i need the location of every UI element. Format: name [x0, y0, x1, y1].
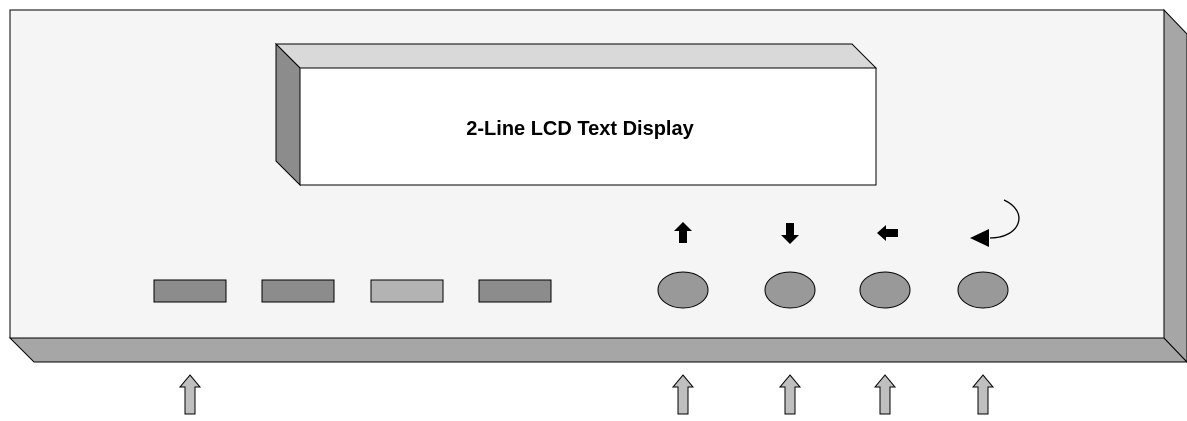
enter-return-icon: [970, 199, 1020, 247]
arrow-left-icon: [877, 225, 898, 241]
enter-callout-arrow: [971, 374, 995, 415]
led-1: [153, 279, 227, 303]
lcd-screen: [299, 67, 877, 186]
arrow-down-icon: [781, 223, 799, 244]
enter-button[interactable]: [957, 271, 1009, 309]
down-callout-arrow: [778, 374, 802, 415]
lcd-display: 2-Line LCD Text Display: [274, 42, 878, 187]
led-2: [261, 279, 335, 303]
panel-right-edge: [1163, 8, 1187, 363]
lcd-left-bevel: [275, 42, 301, 187]
led-callout-arrow: [178, 374, 202, 415]
panel-bottom-edge: [8, 337, 1187, 363]
led-3: [370, 279, 444, 303]
up-callout-arrow: [671, 374, 695, 415]
arrow-up-icon: [674, 222, 692, 243]
back-callout-arrow: [873, 374, 897, 415]
lcd-label: 2-Line LCD Text Display: [466, 118, 694, 140]
lcd-top-bevel: [274, 43, 878, 69]
up-button[interactable]: [657, 271, 709, 309]
down-button[interactable]: [764, 271, 816, 309]
back-button[interactable]: [859, 271, 911, 309]
led-4: [478, 279, 552, 303]
